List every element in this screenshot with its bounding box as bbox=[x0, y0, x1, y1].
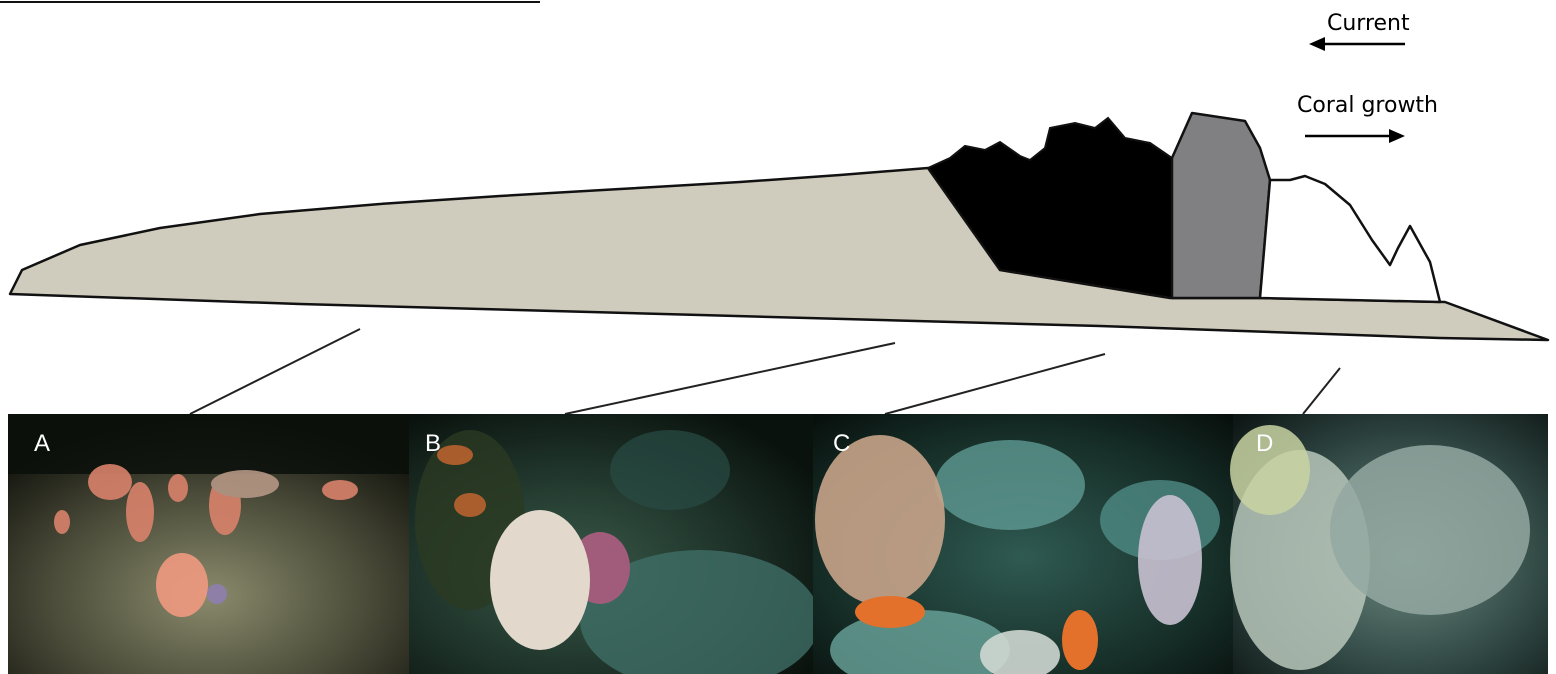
photo-panel-c bbox=[813, 414, 1233, 674]
panel-label-a: A bbox=[34, 430, 50, 457]
panel-label-b: B bbox=[425, 430, 441, 457]
dead-coral-zone bbox=[1172, 113, 1270, 298]
panel-label-c: C bbox=[833, 430, 850, 457]
pink-gorgonian-fan bbox=[815, 435, 945, 605]
panel-label-d: D bbox=[1256, 430, 1273, 457]
anemone bbox=[207, 584, 227, 604]
orange-coral-colony bbox=[855, 596, 925, 628]
coral-growth-label: Coral growth bbox=[1297, 93, 1438, 118]
connector-line-b bbox=[565, 343, 895, 414]
connector-line-d bbox=[1303, 368, 1340, 414]
photo-panel-b bbox=[409, 414, 820, 674]
white-gorgonian-fan bbox=[1138, 495, 1202, 625]
photo-panel-d bbox=[1230, 414, 1548, 674]
white-coral-colony bbox=[490, 510, 590, 650]
current-label: Current bbox=[1327, 11, 1410, 36]
photo-panel-a bbox=[8, 414, 409, 674]
living-coral-zone bbox=[1260, 176, 1440, 302]
coral-growth-arrow bbox=[1305, 129, 1405, 143]
connector-line-a bbox=[190, 329, 360, 414]
orange-coral-colony-2 bbox=[1062, 610, 1098, 670]
current-arrow bbox=[1309, 37, 1405, 51]
connector-line-c bbox=[885, 354, 1105, 414]
